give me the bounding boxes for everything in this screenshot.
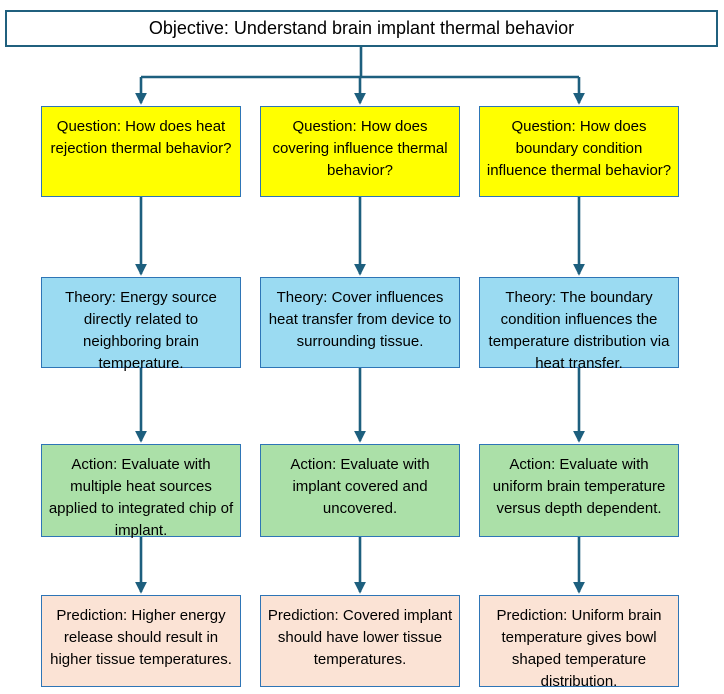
theory-box-1: Theory: Energy source directly related t… — [41, 277, 241, 372]
question-box-3: Question: How does boundary condition in… — [479, 106, 679, 197]
prediction-box-1: Prediction: Higher energy release should… — [41, 595, 241, 687]
action-box-2: Action: Evaluate with implant covered an… — [260, 444, 460, 537]
action-box-1: Action: Evaluate with multiple heat sour… — [41, 444, 241, 539]
question-box-1: Question: How does heat rejection therma… — [41, 106, 241, 197]
objective-box: Objective: Understand brain implant ther… — [5, 10, 718, 47]
theory-box-2: Theory: Cover influences heat transfer f… — [260, 277, 460, 368]
prediction-box-2: Prediction: Covered implant should have … — [260, 595, 460, 687]
prediction-box-3: Prediction: Uniform brain temperature gi… — [479, 595, 679, 690]
question-box-2: Question: How does covering influence th… — [260, 106, 460, 197]
theory-box-3: Theory: The boundary condition influence… — [479, 277, 679, 372]
action-box-3: Action: Evaluate with uniform brain temp… — [479, 444, 679, 537]
